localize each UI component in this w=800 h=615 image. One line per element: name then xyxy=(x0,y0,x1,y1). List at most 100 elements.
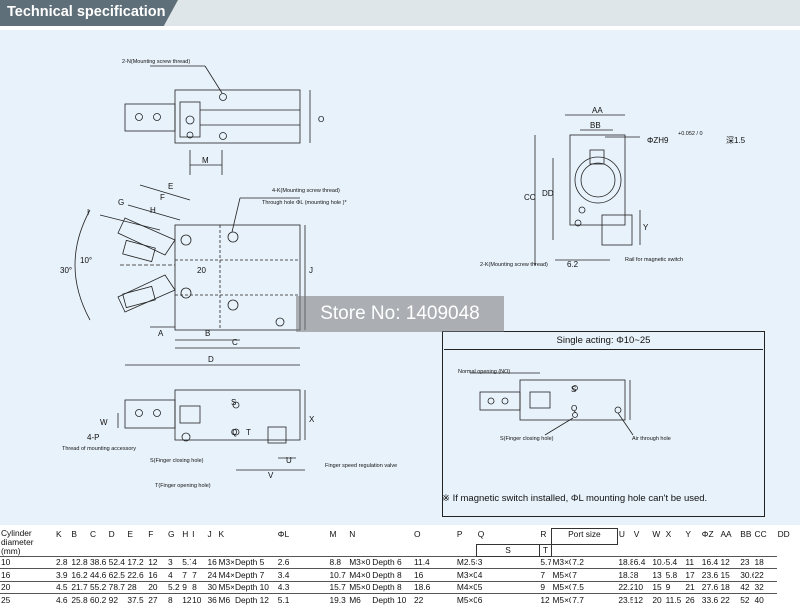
table-cell: 44.6 xyxy=(88,568,108,581)
header-port-size: Port size xyxy=(550,528,618,545)
table-cell: Depth 10 xyxy=(233,580,277,594)
table-cell: M4×0.7 xyxy=(217,568,234,581)
label-through-hole: Through hole ΦL (mounting hole )* xyxy=(262,200,347,206)
table-cell: M4×0.7 xyxy=(455,580,477,594)
table-cell: 21.7 xyxy=(70,580,89,594)
magnetic-switch-note: ※ If magnetic switch installed, ΦL mount… xyxy=(442,493,708,504)
table-cell: 23.5 xyxy=(617,593,633,606)
subheader-S: S xyxy=(476,543,540,557)
table-cell: M5×0.8 xyxy=(455,593,477,606)
table-cell: 3 xyxy=(476,555,540,569)
table-cell: M4×0.7 xyxy=(348,568,372,581)
table-cell: Depth 12 xyxy=(233,593,277,606)
label-E: E xyxy=(168,182,173,191)
table-cell: 4 xyxy=(191,555,207,569)
table-cell: 9 xyxy=(181,580,192,594)
table-cell: 2.6 xyxy=(276,555,329,569)
table-cell: M5×0.8 xyxy=(551,593,572,606)
label-D: D xyxy=(208,355,214,364)
table-cell: 3.9 xyxy=(54,568,71,581)
table-cell: M3×0.5 xyxy=(455,568,477,581)
header-cell: AA xyxy=(720,528,732,539)
table-cell: 12 xyxy=(632,593,652,606)
header-cell: K xyxy=(218,528,225,539)
bottom-body-outline xyxy=(174,389,301,441)
table-cell: 5.7 xyxy=(539,555,552,569)
table-cell: 22.2 xyxy=(617,580,633,594)
table-cell: 16.4 xyxy=(700,555,720,569)
label-A: A xyxy=(158,329,164,338)
section-title: Technical specification xyxy=(7,4,166,20)
table-cell: 18.3 xyxy=(617,568,633,581)
table-cell: 18 xyxy=(719,580,740,594)
table-cell: 60.2 xyxy=(88,593,108,606)
label-DD: DD xyxy=(542,189,554,198)
table-cell: 21 xyxy=(684,580,701,594)
table-cell: 10 xyxy=(0,555,55,569)
table-cell: 23.6 xyxy=(700,568,720,581)
table-cell: 5.4 xyxy=(664,555,685,569)
table-cell: 10.4 xyxy=(651,555,665,569)
label-CC: CC xyxy=(524,193,536,202)
table-cell: 7 xyxy=(539,568,552,581)
header-cell: J xyxy=(207,528,212,539)
table-cell: 5.1 xyxy=(276,593,329,606)
label-W: W xyxy=(100,418,108,427)
label-X: X xyxy=(309,415,315,424)
top-body-outline xyxy=(174,89,301,144)
table-cell: 42 xyxy=(739,580,754,594)
table-cell: 19.3 xyxy=(328,593,349,606)
label-mounting-4k: 4-K(Mounting screw thread) xyxy=(272,188,340,194)
table-cell: 15 xyxy=(651,580,665,594)
table-cell: 8 xyxy=(632,568,652,581)
table-cell: M5×0.8 xyxy=(551,568,572,581)
subheader-T: T xyxy=(538,543,552,557)
header-cell: K xyxy=(55,528,62,539)
table-cell: 13 xyxy=(651,568,665,581)
label-finger-closing: S(Finger closing hole) xyxy=(150,458,204,464)
table-cell: 28 xyxy=(126,580,148,594)
header-cell: D xyxy=(108,528,115,539)
header-cell: CC xyxy=(754,528,767,539)
header-cell: F xyxy=(148,528,154,539)
table-cell: 18.6 xyxy=(413,580,456,594)
table-cell: Depth 7 xyxy=(233,568,277,581)
label-20: 20 xyxy=(197,266,206,275)
table-cell: 40 xyxy=(753,593,777,606)
label-B: B xyxy=(205,329,210,338)
label-depth: 深1.5 xyxy=(726,136,746,145)
table-cell: 27 xyxy=(147,593,167,606)
table-cell: 16 xyxy=(147,568,167,581)
header-cell: BB xyxy=(740,528,752,539)
table-cell: M6 xyxy=(348,593,372,606)
side-body-outline xyxy=(569,134,626,226)
table-cell: 38.6 xyxy=(88,555,108,569)
label-G: G xyxy=(118,198,124,207)
table-cell: 5.7 xyxy=(181,555,192,569)
label-thread-mount: Thread of mounting accessory xyxy=(62,446,136,452)
table-cell: 30.6 xyxy=(739,568,754,581)
table-cell: 16 xyxy=(413,568,456,581)
label-air-through: Air through hole xyxy=(632,436,671,442)
table-cell: 33.6 xyxy=(700,593,720,606)
table-cell: M5×0.8 xyxy=(217,580,234,594)
table-cell: 16.2 xyxy=(70,568,89,581)
table-cell: M5×0.8 xyxy=(348,580,372,594)
table-cell: 7.7 xyxy=(571,593,618,606)
table-cell: Depth 8 xyxy=(371,580,414,594)
label-speed-valve: Finger speed regulation valve xyxy=(325,463,397,469)
table-cell: 12 xyxy=(181,593,192,606)
header-cell: X xyxy=(665,528,672,539)
table-cell: 10.7 xyxy=(328,568,349,581)
label-finger-opening: T(Finger opening hole) xyxy=(155,483,211,489)
table-cell: 11 xyxy=(684,555,701,569)
label-angle-10: 10° xyxy=(80,256,92,265)
section-header: Technical specification xyxy=(0,0,800,26)
table-cell: 6.4 xyxy=(632,555,652,569)
table-cell: 10 xyxy=(191,593,207,606)
label-mounting-2k: 2-K(Mounting screw thread) xyxy=(480,262,548,268)
label-4P: 4-P xyxy=(87,433,99,442)
label-angle-30: 30° xyxy=(60,266,72,275)
